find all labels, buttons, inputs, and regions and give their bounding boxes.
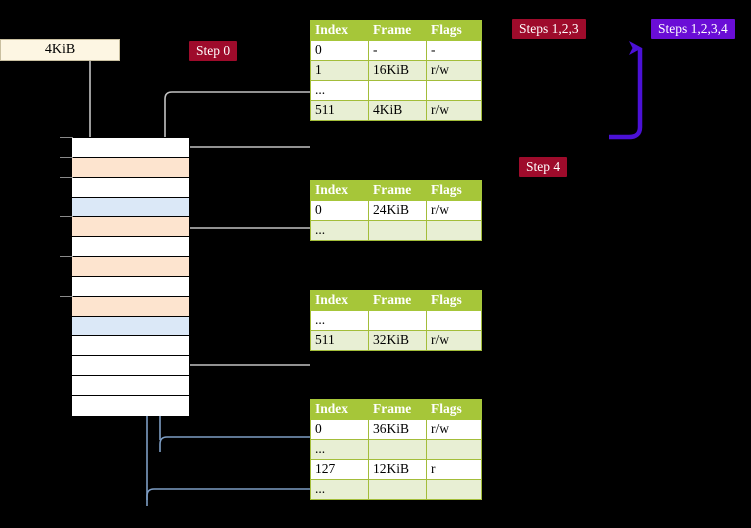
memory-row <box>72 237 189 258</box>
memory-row-tick <box>60 216 73 218</box>
table-cell-frame <box>368 310 427 331</box>
memory-row <box>72 356 189 377</box>
table-cell-frame <box>368 479 427 500</box>
table-cell-index: 127 <box>310 459 369 480</box>
table-cell-frame: 12KiB <box>368 459 427 480</box>
memory-row <box>72 316 189 337</box>
kib-box-label: 4KiB <box>44 42 76 57</box>
column-header-flags: Flags <box>426 290 482 311</box>
table-row: ... <box>310 80 482 101</box>
column-header-flags: Flags <box>426 399 482 420</box>
memory-row <box>72 197 189 218</box>
memory-row <box>72 276 189 297</box>
memory-row-tick <box>60 156 73 158</box>
memory-row <box>72 376 189 396</box>
column-header-frame: Frame <box>368 20 427 41</box>
table-row: ... <box>310 439 482 460</box>
table-cell-frame: 32KiB <box>368 330 427 351</box>
table-cell-index: 1 <box>310 60 369 81</box>
table-cell-flags: r/w <box>426 60 482 81</box>
memory-row <box>72 157 189 178</box>
column-header-index: Index <box>310 20 369 41</box>
badge-step-4: Step 4 <box>519 157 568 177</box>
memory-row <box>72 138 189 158</box>
wire-t1-0-to-memory <box>177 227 310 264</box>
table-cell-frame: 16KiB <box>368 60 427 81</box>
table-row: ... <box>310 310 482 331</box>
table-cell-flags <box>426 80 482 101</box>
table-cell-index: 0 <box>310 40 369 61</box>
memory-block <box>71 137 190 416</box>
memory-row-tick <box>60 137 73 138</box>
table-cell-index: ... <box>310 80 369 101</box>
column-header-frame: Frame <box>368 180 427 201</box>
table-cell-frame: 24KiB <box>368 200 427 221</box>
memory-row-tick <box>60 256 73 258</box>
memory-row <box>72 296 189 317</box>
table-cell-flags: r/w <box>426 200 482 221</box>
memory-row-tick <box>60 295 73 297</box>
column-header-frame: Frame <box>368 399 427 420</box>
badge-steps-123: Steps 1,2,3 <box>512 19 586 39</box>
badge-step-0: Step 0 <box>189 41 238 61</box>
table-cell-index: ... <box>310 310 369 331</box>
column-header-index: Index <box>310 290 369 311</box>
table-cell-index: 0 <box>310 200 369 221</box>
violet-bracket-arrow <box>609 41 643 140</box>
column-header-index: Index <box>310 399 369 420</box>
memory-row <box>72 217 189 238</box>
wire-t2-511-to-memory <box>172 311 310 366</box>
memory-row <box>72 257 189 277</box>
wire-memory-to-t1 <box>177 146 310 206</box>
table-cell-index: ... <box>310 479 369 500</box>
table-cell-index: 0 <box>310 419 369 440</box>
table-row: 0-- <box>310 40 482 61</box>
table-cell-flags: r/w <box>426 100 482 121</box>
table-cell-flags: r <box>426 459 482 480</box>
memory-row-tick <box>60 176 73 178</box>
column-header-index: Index <box>310 180 369 201</box>
table-row: ... <box>310 479 482 500</box>
table-cell-flags: r/w <box>426 419 482 440</box>
table-cell-flags <box>426 220 482 241</box>
table-cell-frame: - <box>368 40 427 61</box>
memory-row <box>72 395 189 416</box>
table-row: ... <box>310 220 482 241</box>
memory-row <box>72 177 189 198</box>
table-cell-flags <box>426 439 482 460</box>
badge-steps-1234: Steps 1,2,3,4 <box>651 19 735 39</box>
column-header-flags: Flags <box>426 180 482 201</box>
table-cell-flags <box>426 310 482 331</box>
table-cell-frame: 36KiB <box>368 419 427 440</box>
table-cell-flags <box>426 479 482 500</box>
column-header-frame: Frame <box>368 290 427 311</box>
table-cell-index: ... <box>310 439 369 460</box>
table-cell-frame <box>368 220 427 241</box>
memory-row <box>72 336 189 357</box>
kib-box: 4KiB <box>0 39 120 61</box>
table-cell-frame <box>368 80 427 101</box>
table-cell-index: 511 <box>310 100 369 121</box>
table-cell-index: ... <box>310 220 369 241</box>
table-cell-frame <box>368 439 427 460</box>
table-cell-flags: r/w <box>426 330 482 351</box>
table-cell-index: 511 <box>310 330 369 351</box>
table-cell-frame: 4KiB <box>368 100 427 121</box>
column-header-flags: Flags <box>426 20 482 41</box>
table-cell-flags: - <box>426 40 482 61</box>
